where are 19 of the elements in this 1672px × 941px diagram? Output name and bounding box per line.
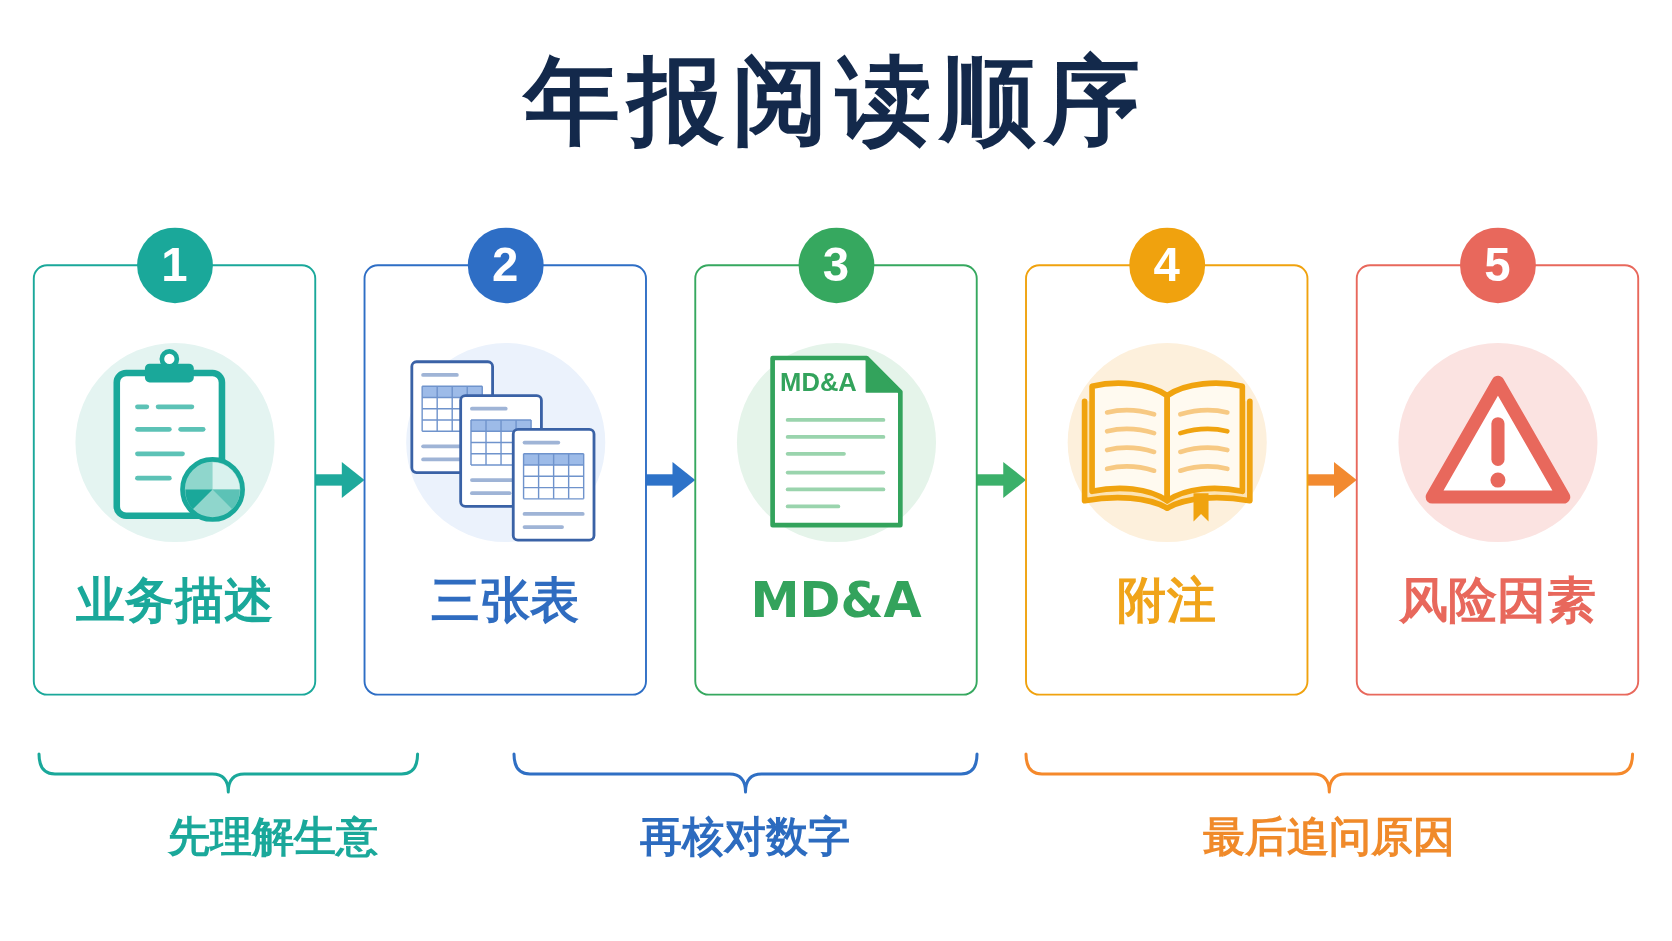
step-number: 5 [1459,227,1536,304]
step-title: 三张表 [431,570,580,630]
title: 年报阅读顺序 [524,44,1148,159]
step-title: 风险因素 [1398,570,1597,630]
phase-label: 再核对数字 [640,812,851,863]
arrow [315,461,365,498]
step-number: 1 [136,227,213,304]
step-number: 4 [1128,227,1205,304]
arrow [1307,461,1357,498]
arrow [646,461,696,498]
phase-label: 最后追问原因 [1203,812,1456,863]
step-title: 附注 [1117,570,1216,630]
step-number: 3 [798,227,874,304]
arrow [976,461,1026,498]
step-title: MD&A [750,570,922,630]
step-title: 业务描述 [75,570,274,630]
phase-label: 先理解生意 [168,812,379,863]
document-heading: MD&A [780,369,857,398]
step-number: 2 [467,227,544,304]
